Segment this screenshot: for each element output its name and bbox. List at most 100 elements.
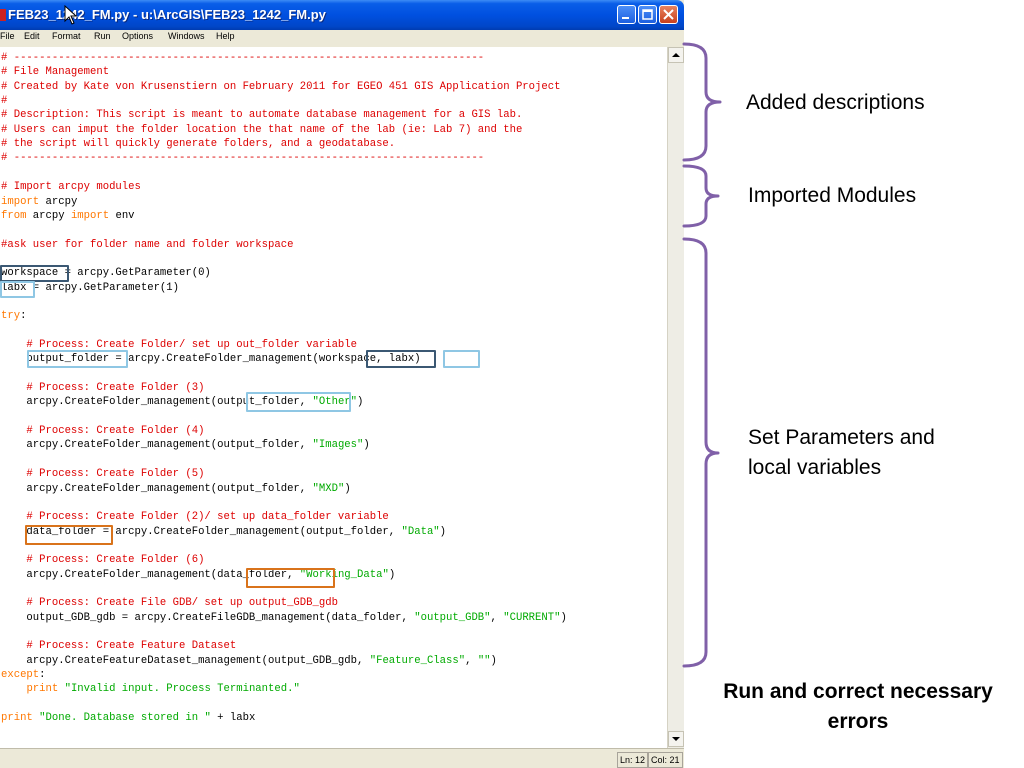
code-line[interactable]: # --------------------------------------… <box>1 151 484 165</box>
code-token-comment: #ask user for folder name and folder wor… <box>1 238 294 251</box>
mouse-cursor-icon <box>64 5 78 25</box>
code-token-normal: labx = arcpy.GetParameter(1) <box>1 281 180 294</box>
code-line[interactable]: arcpy.CreateFolder_management(data_folde… <box>1 568 395 582</box>
menu-windows[interactable]: Windows <box>168 31 205 41</box>
brace-descriptions <box>682 42 722 162</box>
annotation-added-descriptions: Added descriptions <box>746 91 925 114</box>
highlight-output-folder-use <box>246 392 351 412</box>
code-line[interactable]: arcpy.CreateFolder_management(output_fol… <box>1 482 350 496</box>
code-token-string: "Done. Database stored in " <box>39 712 211 725</box>
code-token-comment: # Import arcpy modules <box>1 181 141 194</box>
maximize-button[interactable] <box>638 5 657 24</box>
code-token-string: "output_GDB" <box>414 611 491 624</box>
scroll-down-button[interactable] <box>668 731 684 747</box>
code-token-comment: # Created by Kate von Krusenstiern on Fe… <box>1 80 561 93</box>
code-line[interactable]: # <box>1 94 7 108</box>
code-token-comment: # Process: Create Folder (2)/ set up dat… <box>1 511 389 524</box>
code-line[interactable]: arcpy.CreateFolder_management(output_fol… <box>1 395 363 409</box>
code-line[interactable]: arcpy.CreateFolder_management(output_fol… <box>1 438 369 452</box>
menu-file[interactable]: File <box>0 31 15 41</box>
code-line[interactable]: # --------------------------------------… <box>1 51 484 65</box>
code-line[interactable]: # Process: Create Folder (3) <box>1 381 204 395</box>
code-token-normal: env <box>109 209 135 222</box>
code-token-string: "Invalid input. Process Terminanted." <box>64 683 300 696</box>
code-line[interactable]: output_folder = arcpy.CreateFolder_manag… <box>1 352 420 366</box>
code-line[interactable]: output_GDB_gdb = arcpy.CreateFileGDB_man… <box>1 611 566 625</box>
annotation-braces <box>682 42 722 668</box>
code-line[interactable]: # Import arcpy modules <box>1 180 141 194</box>
code-token-keyword: from <box>1 209 27 222</box>
code-line[interactable]: # Description: This script is meant to a… <box>1 108 522 122</box>
code-token-normal: arcpy.CreateFolder_management(output_fol… <box>1 396 313 409</box>
code-token-normal: : <box>39 669 46 682</box>
code-line[interactable]: try: <box>1 309 26 323</box>
code-token-normal: ) <box>490 654 497 667</box>
annotation-parameters-line1: Set Parameters and <box>748 426 935 449</box>
code-line[interactable]: # Process: Create File GDB/ set up outpu… <box>1 596 338 610</box>
code-line[interactable]: from arcpy import env <box>1 209 135 223</box>
code-token-comment: # Process: Create Folder/ set up out_fol… <box>1 339 358 351</box>
vertical-scrollbar[interactable] <box>667 47 684 748</box>
highlight-workspace-def <box>0 265 69 282</box>
code-line[interactable]: # Process: Create Folder (5) <box>1 467 204 481</box>
code-line[interactable]: # Process: Create Feature Dataset <box>1 639 236 653</box>
code-token-comment: # Description: This script is meant to a… <box>1 109 523 122</box>
menu-edit[interactable]: Edit <box>24 31 40 41</box>
code-line[interactable]: except: <box>1 668 46 682</box>
code-line[interactable]: print "Invalid input. Process Terminante… <box>1 682 300 696</box>
code-line[interactable]: # File Management <box>1 65 109 79</box>
code-line[interactable]: print "Done. Database stored in " + labx <box>1 711 255 725</box>
code-token-keyword: print <box>1 712 33 725</box>
code-token-normal: + labx <box>210 712 256 725</box>
menu-help[interactable]: Help <box>216 31 235 41</box>
code-token-normal: arcpy.CreateFolder_management(output_fol… <box>1 439 313 452</box>
code-line[interactable]: arcpy.CreateFeatureDataset_management(ou… <box>1 654 497 668</box>
code-token-comment: # --------------------------------------… <box>1 152 485 165</box>
code-token-normal: ) <box>439 525 447 538</box>
code-token-comment: # <box>1 95 8 108</box>
code-line[interactable]: # Process: Create Folder/ set up out_fol… <box>1 338 357 352</box>
code-token-normal: : <box>20 310 27 323</box>
title-bar[interactable]: FEB23_1242_FM.py - u:\ArcGIS\FEB23_1242_… <box>0 0 684 30</box>
code-token-string: "Data" <box>401 525 440 538</box>
scroll-up-button[interactable] <box>668 47 684 63</box>
arrow-down-icon <box>672 737 680 741</box>
highlight-workspace-use <box>366 350 436 368</box>
code-line[interactable]: # Process: Create Folder (4) <box>1 424 204 438</box>
code-token-comment: # Process: Create Feature Dataset <box>1 640 237 653</box>
annotation-parameters-line2: local variables <box>748 456 882 479</box>
code-token-normal: arcpy.CreateFolder_management(data_folde… <box>1 568 300 581</box>
brace-parameters <box>682 237 720 668</box>
code-token-normal: , <box>465 654 478 667</box>
code-token-normal: , <box>490 611 504 624</box>
minimize-button[interactable] <box>617 5 636 24</box>
code-token-keyword: import <box>70 209 110 222</box>
code-token-string: "" <box>477 654 491 667</box>
menu-format[interactable]: Format <box>52 31 81 41</box>
highlight-output-folder-def <box>27 350 128 368</box>
status-bar: Ln: 12 Col: 21 <box>0 748 684 768</box>
code-editor[interactable]: # --------------------------------------… <box>0 47 667 748</box>
code-token-string: "Working_Data" <box>299 568 389 581</box>
menu-run[interactable]: Run <box>94 31 111 41</box>
close-button[interactable] <box>659 5 678 24</box>
code-line[interactable]: # Process: Create Folder (6) <box>1 553 204 567</box>
code-token-comment: # Process: Create Folder (3) <box>1 382 205 395</box>
code-line[interactable]: labx = arcpy.GetParameter(1) <box>1 281 179 295</box>
menu-options[interactable]: Options <box>122 31 154 41</box>
code-token-normal: ) <box>388 568 396 581</box>
code-token-keyword: try <box>1 310 21 323</box>
code-token-string: "MXD" <box>312 482 345 495</box>
code-line[interactable]: # Created by Kate von Krusenstiern on Fe… <box>1 80 560 94</box>
code-token-normal <box>1 683 26 695</box>
highlight-labx-def <box>0 281 35 298</box>
code-token-string: "Feature_Class" <box>369 654 466 667</box>
code-line[interactable]: # Users can imput the folder location th… <box>1 123 522 137</box>
code-line[interactable]: #ask user for folder name and folder wor… <box>1 238 293 252</box>
code-line[interactable]: # the script will quickly generate folde… <box>1 137 395 151</box>
code-line[interactable]: # Process: Create Folder (2)/ set up dat… <box>1 510 389 524</box>
code-line[interactable]: data_folder = arcpy.CreateFolder_managem… <box>1 525 446 539</box>
code-line[interactable]: import arcpy <box>1 195 77 209</box>
code-token-keyword: except <box>1 669 40 682</box>
status-column: Col: 21 <box>648 752 683 768</box>
